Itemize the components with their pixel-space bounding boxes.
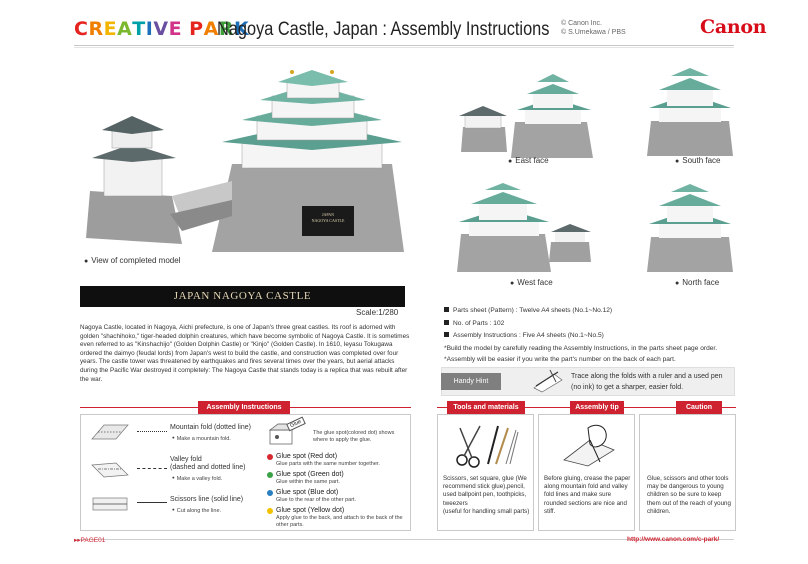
instructions-item: Assembly Instructions : Five A4 sheets (…	[444, 330, 744, 343]
red-glue-sub: Glue parts with the same number together…	[276, 461, 380, 467]
logo-letter: E	[103, 18, 118, 40]
ruler-pen-icon	[533, 369, 563, 393]
caption-east: East face	[508, 156, 548, 165]
green-dot-icon	[267, 472, 273, 478]
note-2: *Assembly will be easier if you write th…	[444, 355, 676, 363]
copyright-author: © S.Umekawa / PBS	[561, 29, 626, 36]
copyright: © Canon Inc. © S.Umekawa / PBS	[561, 19, 626, 37]
north-face-image	[647, 184, 733, 272]
hand-icon	[587, 424, 607, 448]
logo-letter: R	[218, 18, 234, 40]
footer-divider	[74, 539, 734, 540]
blue-dot-icon	[267, 490, 273, 496]
footer-url[interactable]: http://www.canon.com/c-park/	[627, 536, 720, 543]
caption-west: West face	[510, 278, 552, 287]
logo-letter: T	[132, 18, 146, 40]
caption-north: North face	[675, 278, 719, 287]
assembly-tip-text: Before gluing, crease the paper along mo…	[544, 475, 631, 515]
header-divider-2	[74, 47, 734, 48]
logo-letter: V	[153, 18, 169, 40]
scissors-line-sample	[137, 502, 167, 503]
shachihoko-left-icon	[290, 70, 294, 74]
red-glue-title: Glue spot (Red dot)	[276, 453, 338, 460]
page-number-text: PAGE01	[80, 537, 106, 544]
glue-intro: The glue spot(colored dot) shows where t…	[313, 430, 395, 443]
keep-roof-4	[278, 70, 348, 86]
logo-letter: E	[168, 18, 183, 40]
assembly-instructions-tab: Assembly Instructions	[198, 401, 290, 414]
completed-model-image: JAPAN NAGOYA CASTLE	[86, 70, 404, 252]
valley-fold-icon	[91, 462, 129, 478]
yellow-dot-icon	[267, 508, 273, 514]
copyright-canon: © Canon Inc.	[561, 20, 602, 27]
assembly-tip-box	[538, 414, 635, 531]
caution-tab: Caution	[676, 401, 722, 414]
valley-fold-label: Valley fold	[170, 456, 202, 463]
crease-hands-illustration	[563, 424, 615, 467]
mountain-fold-label: Mountain fold (dotted line)	[170, 424, 251, 431]
canon-logo: Canon	[700, 16, 767, 38]
assembly-instructions-box	[80, 414, 411, 531]
parts-info: Parts sheet (Pattern) : Twelve A4 sheets…	[444, 305, 744, 365]
scissors-icon	[456, 454, 468, 466]
description: Nagoya Castle, located in Nagoya, Aichi …	[80, 324, 410, 383]
scissors-line-label: Scissors line (solid line)	[170, 496, 244, 503]
header-divider	[74, 45, 734, 46]
tweezers-icon	[505, 429, 517, 465]
parts-count-item: No. of Parts : 102	[444, 318, 744, 331]
handy-hint-text: Trace along the folds with a ruler and a…	[571, 373, 723, 391]
scissors-line-sub: Cut along the line.	[172, 506, 221, 515]
scale-label: Scale:1/280	[356, 308, 399, 317]
caution-text: Glue, scissors and other tools may be da…	[647, 475, 731, 515]
logo-letter: R	[88, 18, 104, 40]
green-glue-title: Glue spot (Green dot)	[276, 471, 344, 478]
page-arrow-icon: ▸▸	[74, 537, 81, 544]
plaque-line-1: JAPAN	[322, 212, 334, 217]
valley-line-sample	[137, 468, 167, 469]
valley-fold-sub: Make a valley fold.	[172, 474, 223, 483]
pencil-icon	[495, 427, 509, 465]
caution-box	[639, 414, 736, 531]
green-glue-sub: Glue within the same part.	[276, 479, 340, 485]
logo-letter: I	[145, 18, 154, 40]
east-face-image	[459, 74, 593, 158]
creative-park-logo: CREATIVE PARK	[74, 18, 249, 40]
title-banner: JAPAN NAGOYA CASTLE	[80, 286, 405, 307]
logo-letter: K	[233, 18, 250, 40]
logo-letter: P	[189, 18, 204, 40]
logo-letter: C	[74, 18, 89, 40]
yellow-glue-sub: Apply glue to the back, and attach to th…	[276, 515, 403, 528]
mountain-fold-icon	[91, 424, 129, 440]
model-plaque	[302, 206, 354, 236]
parts-sheet-item: Parts sheet (Pattern) : Twelve A4 sheets…	[444, 305, 744, 318]
pen-icon	[487, 425, 499, 465]
caption-completed: View of completed model	[84, 256, 180, 265]
tools-tab: Tools and materials	[447, 401, 525, 414]
south-face-image	[647, 68, 733, 156]
blue-glue-sub: Glue to the rear of the other part.	[276, 497, 357, 503]
yellow-glue-title: Glue spot (Yellow dot)	[276, 507, 345, 514]
valley-fold-label-2: (dashed and dotted line)	[170, 464, 246, 471]
page-number: ▸▸PAGE01	[74, 536, 105, 544]
mountain-fold-sub: Make a mountain fold.	[172, 434, 231, 443]
handy-hint-tag: Handy Hint	[441, 373, 501, 390]
page-title: Nagoya Castle, Japan : Assembly Instruct…	[217, 19, 550, 40]
logo-letter	[182, 18, 189, 40]
banner-text: JAPAN NAGOYA CASTLE	[173, 290, 312, 302]
small-tower-stone-base	[86, 191, 182, 244]
tools-illustration	[456, 425, 519, 468]
blue-glue-title: Glue spot (Blue dot)	[276, 489, 339, 496]
caption-south: South face	[675, 156, 720, 165]
mountain-line-sample	[137, 431, 167, 432]
shachihoko-right-icon	[330, 70, 334, 74]
red-dot-icon	[267, 454, 273, 460]
scissors-line-icon	[92, 497, 128, 511]
west-face-image	[457, 183, 591, 272]
assembly-tip-tab: Assembly tip	[570, 401, 624, 414]
note-1: *Build the model by carefully reading th…	[444, 344, 718, 352]
plaque-line-2: NAGOYA CASTLE	[312, 218, 345, 223]
logo-letter: A	[203, 18, 219, 40]
tools-text: Scissors, set square, glue (We recommend…	[443, 475, 530, 515]
logo-letter: A	[117, 18, 133, 40]
